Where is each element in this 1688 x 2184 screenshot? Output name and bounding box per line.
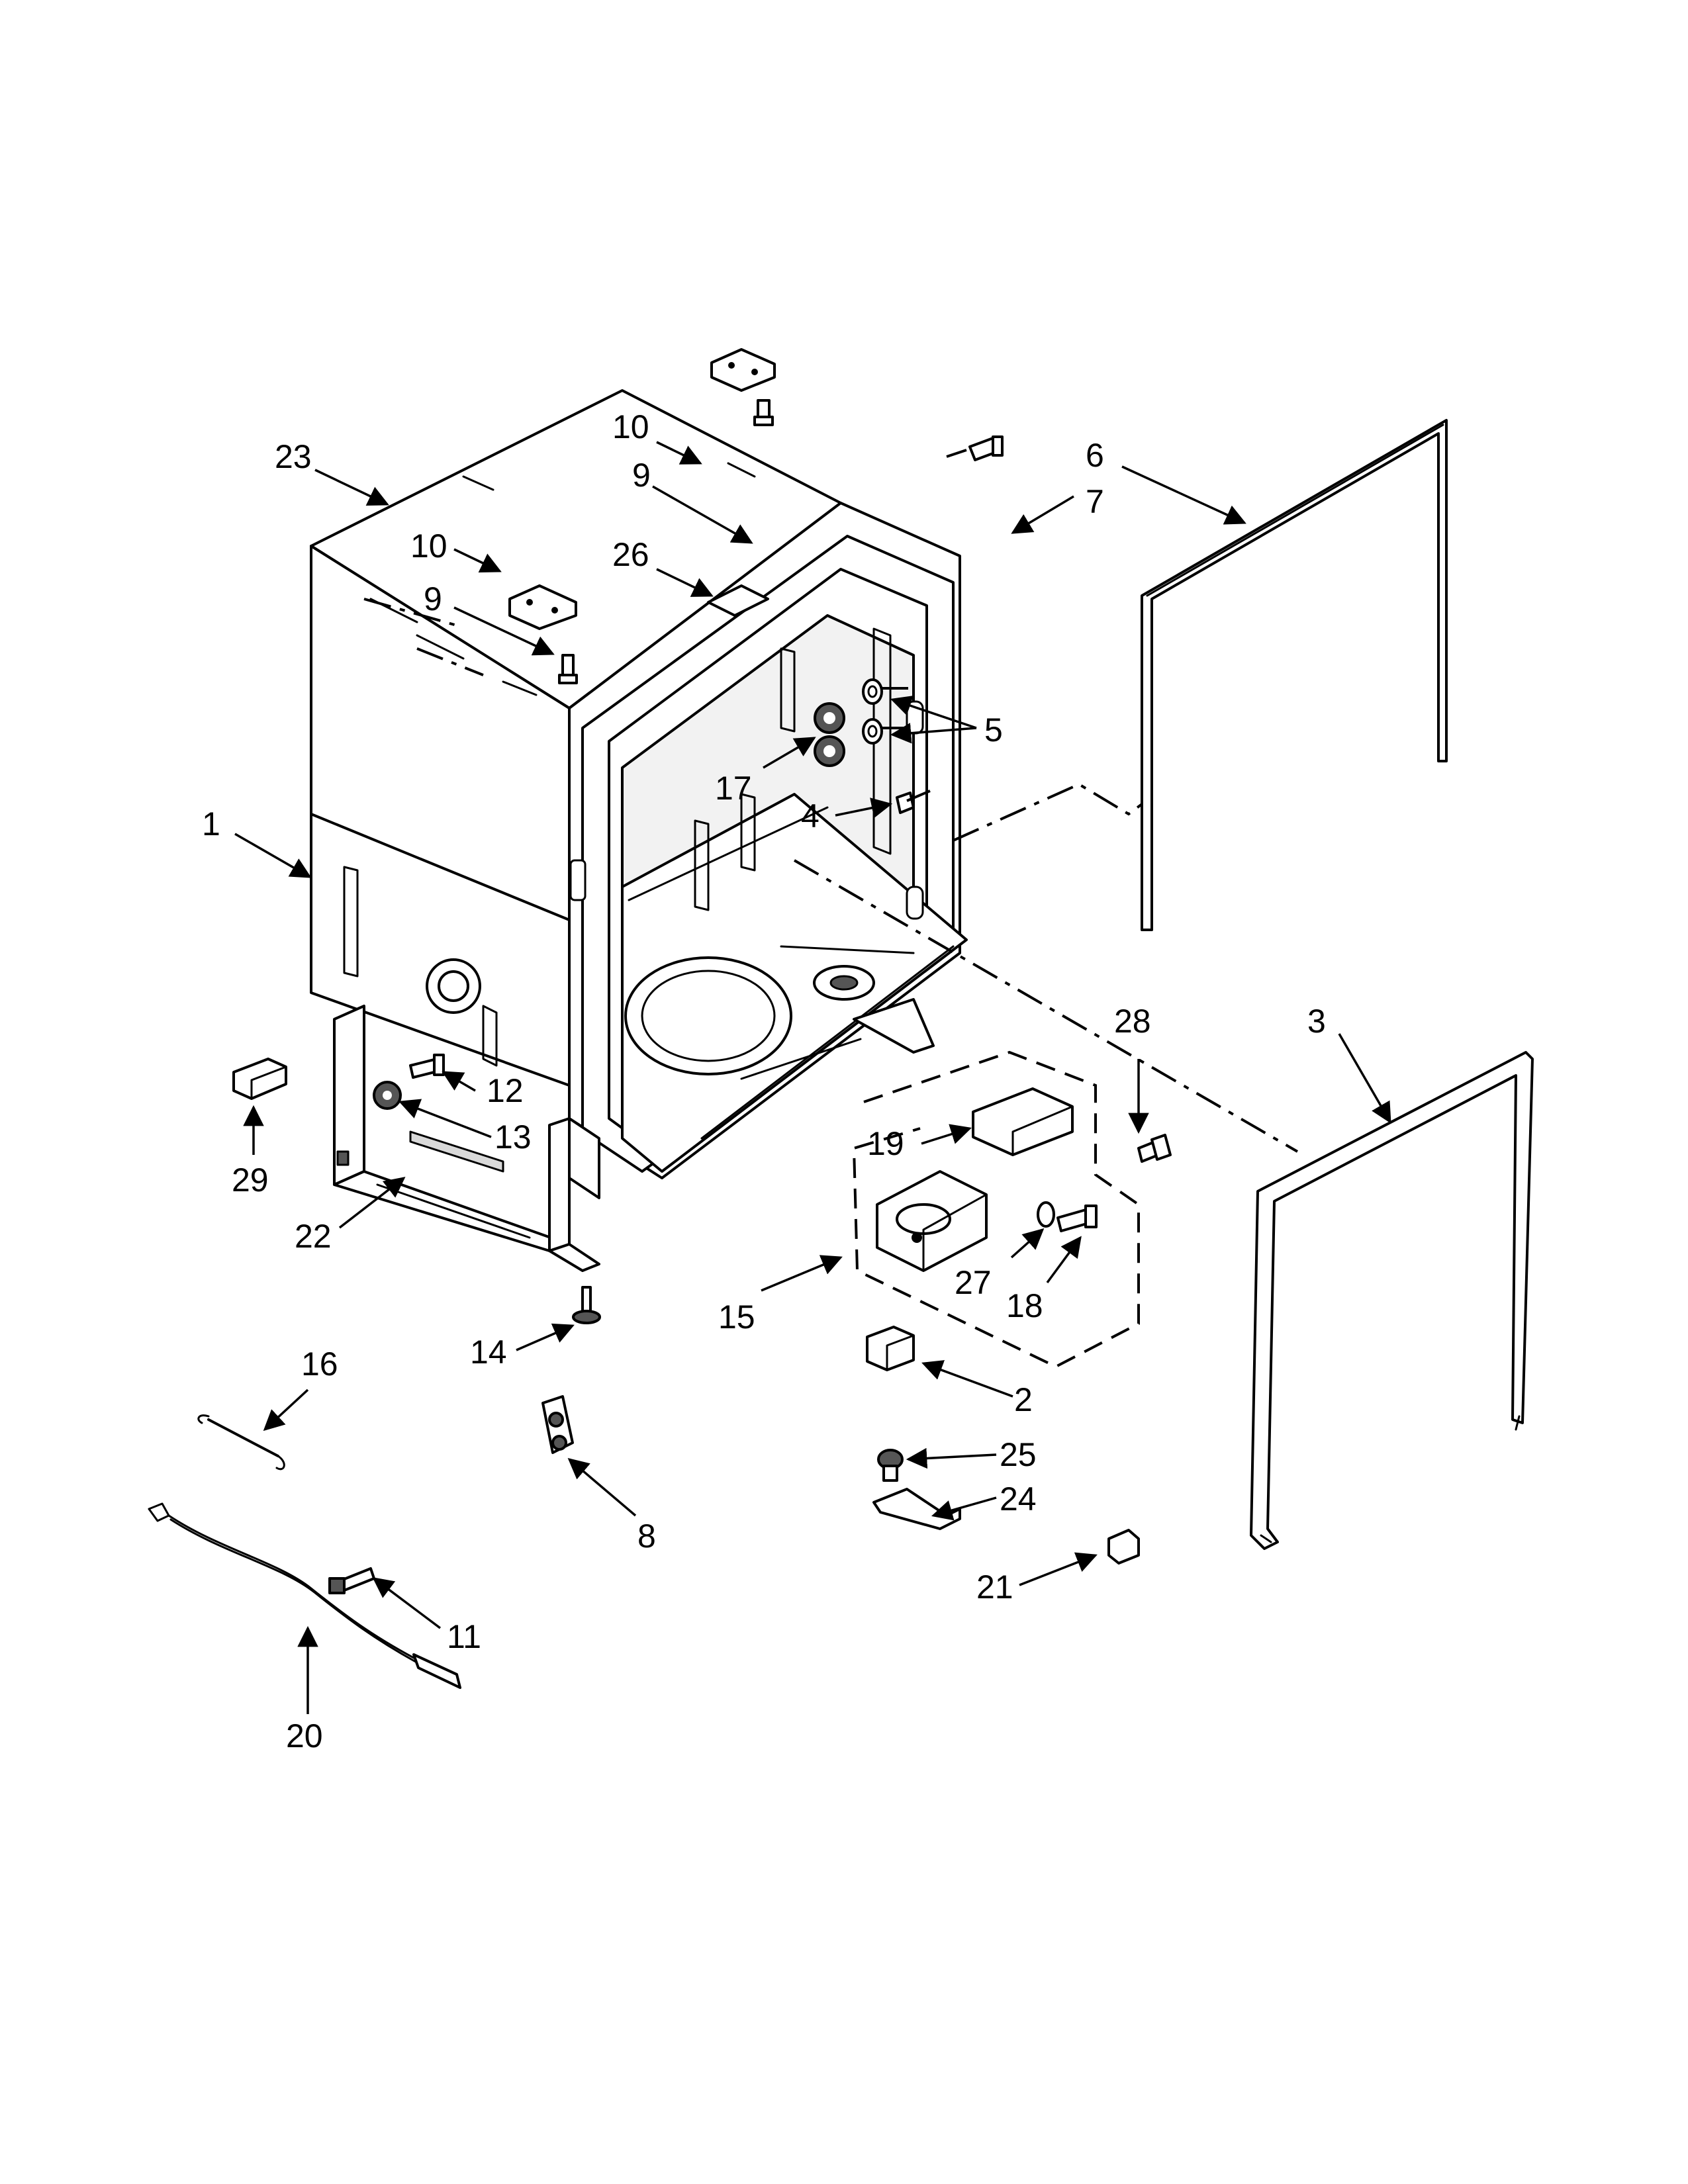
fittings-17 (814, 702, 845, 767)
callout-9-top: 9 (632, 457, 651, 494)
callout-labels: 23 10 9 6 7 10 26 9 5 17 4 1 28 3 12 19 … (202, 408, 1326, 1754)
callout-2: 2 (1014, 1381, 1033, 1418)
callout-5: 5 (984, 711, 1003, 749)
screw-28 (1137, 1134, 1172, 1163)
callout-27: 27 (955, 1264, 992, 1301)
bracket-24 (872, 1488, 961, 1530)
door-gasket-upper (1141, 419, 1448, 931)
clip-29 (232, 1058, 287, 1100)
spring-16 (197, 1414, 285, 1471)
screw-11 (328, 1567, 375, 1594)
screw-12 (409, 1054, 445, 1079)
callout-20: 20 (286, 1717, 323, 1754)
callout-7: 7 (1086, 483, 1104, 520)
cover-plate-19 (972, 1087, 1074, 1156)
callout-3: 3 (1307, 1003, 1326, 1040)
callout-4: 4 (801, 797, 820, 835)
callout-8: 8 (637, 1518, 656, 1555)
screw-18 (1056, 1205, 1098, 1232)
nut-13 (373, 1081, 402, 1110)
tub-assembly (310, 389, 968, 1199)
callout-14: 14 (470, 1334, 507, 1371)
leveling-leg-14 (572, 1286, 601, 1324)
callout-11: 11 (447, 1618, 481, 1655)
screw-left (558, 654, 578, 684)
door-gasket-lower (1250, 1051, 1534, 1550)
callout-15: 15 (718, 1298, 755, 1336)
callout-10-left: 10 (410, 527, 447, 565)
callout-25: 25 (1000, 1436, 1037, 1473)
screw-top (753, 399, 774, 426)
bracket-assembly-15 (876, 1170, 988, 1272)
callout-16: 16 (301, 1345, 338, 1383)
group-boundary-15 (852, 1050, 1140, 1369)
callout-23: 23 (275, 438, 312, 475)
hinge-bracket-top (710, 348, 776, 392)
hinge-bracket-left (508, 584, 577, 630)
sensor-25 (877, 1449, 904, 1482)
callout-22: 22 (295, 1218, 332, 1255)
callout-21: 21 (976, 1569, 1013, 1606)
callout-9-left: 9 (424, 580, 442, 617)
alignment-lines (363, 449, 1299, 1153)
callout-12: 12 (487, 1072, 524, 1109)
washer-27 (1037, 1201, 1055, 1228)
callout-24: 24 (1000, 1480, 1037, 1518)
washers-5 (862, 678, 883, 745)
callout-17: 17 (715, 770, 752, 807)
callout-10-top: 10 (612, 408, 649, 445)
callout-19: 19 (867, 1125, 904, 1162)
screw-7 (968, 435, 1004, 461)
latch-2 (866, 1326, 915, 1371)
callout-26: 26 (612, 536, 649, 573)
wire-harness-20 (148, 1502, 461, 1689)
callout-6: 6 (1086, 437, 1104, 474)
callout-1: 1 (202, 805, 220, 842)
callout-29: 29 (232, 1161, 269, 1199)
clip-21 (1107, 1529, 1140, 1565)
callout-28: 28 (1114, 1003, 1151, 1040)
callout-13: 13 (494, 1118, 532, 1156)
hinge-part-8 (541, 1395, 574, 1454)
bushing-4 (896, 792, 915, 814)
callout-18: 18 (1006, 1287, 1043, 1324)
leader-lines (234, 441, 1391, 1714)
